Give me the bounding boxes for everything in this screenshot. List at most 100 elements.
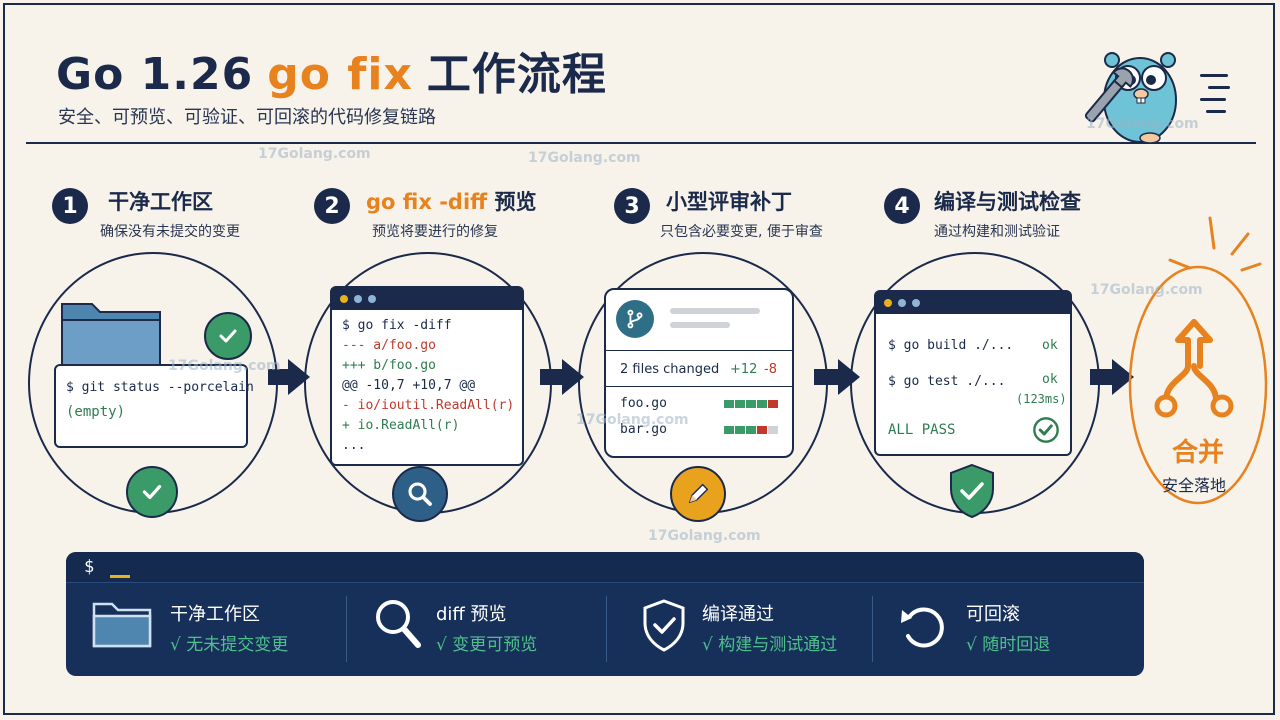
terminal-header: [66, 552, 1144, 583]
check-circle-icon: [1033, 417, 1059, 443]
page-title: Go 1.26 go fix 工作流程: [56, 38, 607, 102]
burst-rays-icon: [1168, 216, 1262, 272]
step-1-desc: 确保没有未提交的变更: [100, 224, 240, 240]
build-result: ok: [1042, 338, 1058, 353]
diff-window: $ go fix -diff --- a/foo.go +++ b/foo.go @@…: [330, 286, 524, 466]
title-suffix: 工作流程: [426, 49, 607, 100]
motion-line: [1200, 74, 1228, 77]
window-dot: [354, 295, 362, 303]
feature-title: 可回滚: [966, 604, 1020, 625]
placeholder-line: [670, 322, 730, 328]
watermark: 17Golang.com: [1090, 282, 1203, 298]
feature-title: 干净工作区: [170, 604, 260, 625]
watermark: 17Golang.com: [258, 146, 371, 162]
feature-check: √ 无未提交变更: [170, 635, 289, 655]
git-status-output: (empty): [66, 404, 126, 420]
flow-arrow: [1090, 369, 1114, 385]
diff-line: --- a/foo.go: [342, 338, 436, 353]
terminal-cursor: [110, 575, 130, 578]
step-2-desc: 预览将要进行的修复: [372, 224, 498, 240]
window-dot: [884, 299, 892, 307]
test-result: ok: [1042, 372, 1058, 387]
changed-file: bar.go: [620, 422, 667, 437]
folder-icon: [92, 602, 152, 648]
step-number-3: 3: [614, 188, 650, 224]
diff-line: +++ b/foo.go: [342, 358, 436, 373]
step-2-title-command: go fix -diff: [366, 190, 488, 214]
motion-line: [1208, 86, 1230, 89]
window-dot: [898, 299, 906, 307]
title-prefix: Go 1.26: [56, 49, 254, 100]
panel-separator: [346, 596, 347, 662]
git-branch-icon: [616, 300, 654, 338]
merge-label: 合并: [1172, 438, 1225, 468]
diff-line: $ go fix -diff: [342, 318, 452, 333]
test-command: $ go test ./...: [888, 374, 1006, 389]
step-2-title-suffix: 预览: [494, 190, 537, 214]
diff-stat-bar: [724, 400, 778, 408]
divider: [606, 350, 792, 351]
undo-icon: [901, 607, 944, 648]
files-changed-summary: 2 files changed: [620, 362, 720, 377]
window-titlebar: [332, 288, 522, 310]
placeholder-line: [670, 308, 760, 314]
changed-file: foo.go: [620, 396, 667, 411]
step-number-4: 4: [884, 188, 920, 224]
check-badge-icon: [204, 312, 252, 360]
step-3-desc: 只包含必要变更, 便于审查: [660, 224, 823, 240]
watermark: 17Golang.com: [648, 528, 761, 544]
gopher-mascot-icon: [1084, 52, 1177, 144]
git-status-terminal: $ git status --porcelain (empty): [54, 364, 254, 448]
feature-check: √ 变更可预览: [436, 635, 538, 655]
shield-check-icon: [950, 463, 994, 519]
magnifier-icon: [392, 466, 448, 522]
divider: [606, 386, 792, 387]
watermark: 17Golang.com: [168, 358, 281, 374]
feature-check: √ 随时回退: [966, 635, 1051, 655]
header-divider: [26, 142, 1256, 144]
step-3-title: 小型评审补丁: [666, 190, 792, 214]
git-status-command: $ git status --porcelain: [66, 380, 254, 395]
deletions-count: -8: [764, 362, 777, 377]
step-number-2: 2: [314, 188, 350, 224]
terminal-prompt: $: [84, 557, 95, 577]
window-dot: [340, 295, 348, 303]
step-4-desc: 通过构建和测试验证: [934, 224, 1060, 240]
motion-line: [1200, 98, 1226, 101]
test-duration: (123ms): [1016, 392, 1067, 406]
step-1-check-icon: [126, 466, 178, 518]
flow-arrow: [540, 369, 564, 385]
step-4-title: 编译与测试检查: [934, 190, 1081, 214]
diff-line: + io.ReadAll(r): [342, 418, 460, 433]
step-1-title: 干净工作区: [108, 190, 213, 214]
magnifier-icon: [376, 600, 421, 648]
flow-arrow: [814, 369, 840, 385]
diff-stat-bar: [724, 426, 778, 434]
additions-count: +12: [730, 362, 758, 377]
motion-line: [1206, 110, 1226, 113]
watermark: 17Golang.com: [528, 150, 641, 166]
window-dot: [368, 295, 376, 303]
feature-title: 编译通过: [702, 604, 774, 625]
all-pass-label: ALL PASS: [888, 422, 956, 438]
flow-arrow-head: [1112, 359, 1134, 395]
page-subtitle: 安全、可预览、可验证、可回滚的代码修复链路: [58, 107, 436, 128]
window-titlebar: [876, 292, 1070, 314]
step-number-1: 1: [52, 188, 88, 224]
pencil-icon: [670, 466, 726, 522]
merge-sublabel: 安全落地: [1162, 476, 1227, 495]
review-patch-card: 2 files changed +12 -8 foo.go bar.go: [604, 288, 794, 458]
flow-arrow: [268, 369, 290, 385]
shield-check-icon: [643, 599, 685, 652]
panel-separator: [872, 596, 873, 662]
step-2-title: go fix -diff 预览: [366, 186, 536, 216]
merge-branch-icon: [1154, 319, 1234, 418]
diff-line: @@ -10,7 +10,7 @@: [342, 378, 476, 393]
diff-line: ...: [342, 438, 366, 453]
feature-check: √ 构建与测试通过: [702, 635, 838, 655]
title-highlight: go fix: [267, 49, 413, 100]
panel-separator: [606, 596, 607, 662]
merge-ring: [1128, 265, 1268, 505]
build-test-window: $ go build ./... ok $ go test ./... ok (…: [874, 290, 1072, 456]
feature-title: diff 预览: [436, 604, 507, 625]
